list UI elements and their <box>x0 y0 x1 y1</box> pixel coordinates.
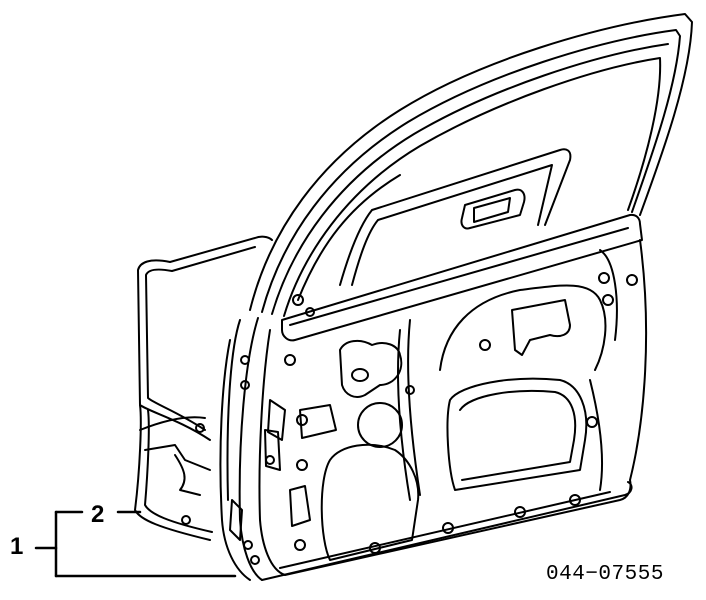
door-window-frame <box>249 13 693 317</box>
inner-door-panel <box>219 213 648 581</box>
diagram-part-number: 044−07555 <box>546 563 664 586</box>
callout-label-1: 1 <box>10 533 24 560</box>
weatherstrip-seal <box>134 235 273 541</box>
callout-leaders <box>34 510 237 578</box>
callout-label-2: 2 <box>91 501 105 528</box>
